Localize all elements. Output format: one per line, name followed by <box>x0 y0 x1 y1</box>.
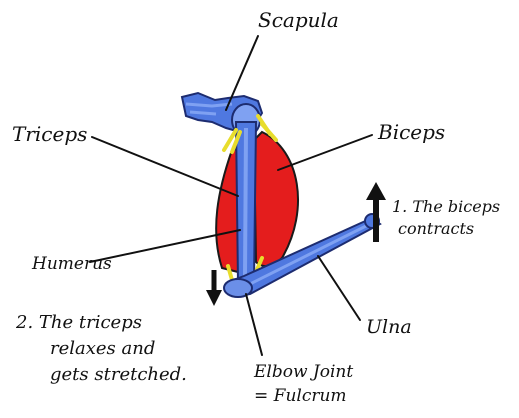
triceps-label: Triceps <box>12 124 87 144</box>
biceps-label: Biceps <box>378 122 445 142</box>
elbow-fulcrum-label: Elbow Joint = Fulcrum <box>254 360 353 408</box>
scapula-label: Scapula <box>258 10 339 30</box>
elbow-label-line-1: Elbow Joint <box>254 360 353 384</box>
triceps-note-line-1: 2. The triceps <box>16 310 187 336</box>
triceps-note-line-2: relaxes and <box>16 336 187 362</box>
ulna-label: Ulna <box>366 318 412 337</box>
triceps-note-line-3: gets stretched. <box>16 362 187 388</box>
biceps-note-line-1: 1. The biceps <box>392 196 500 218</box>
humerus-label: Humerus <box>32 256 112 273</box>
biceps-note-line-2: contracts <box>392 218 500 240</box>
triceps-relaxes-note: 2. The triceps relaxes and gets stretche… <box>16 310 187 388</box>
biceps-contracts-note: 1. The biceps contracts <box>392 196 500 240</box>
elbow-label-line-2: = Fulcrum <box>254 384 353 408</box>
